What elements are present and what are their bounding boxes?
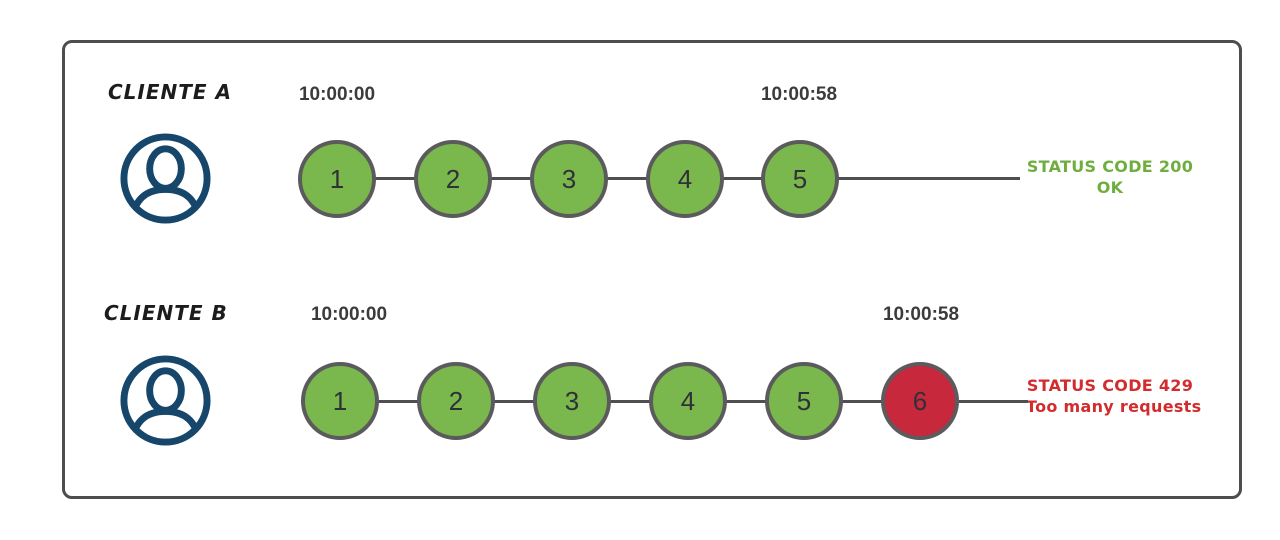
user-avatar-icon bbox=[120, 355, 211, 446]
status-detail-line: OK bbox=[1096, 178, 1124, 197]
client-a-status-text: STATUS CODE 200 OK bbox=[1026, 156, 1194, 198]
request-step: 3 bbox=[530, 140, 608, 218]
request-step: 5 bbox=[765, 362, 843, 440]
client-a-end-timestamp: 10:00:58 bbox=[760, 84, 838, 105]
client-b-end-timestamp: 10:00:58 bbox=[882, 304, 960, 325]
client-a-start-timestamp: 10:00:00 bbox=[298, 84, 376, 105]
client-a-label: CLIENTE A bbox=[108, 80, 233, 104]
status-code-line: STATUS CODE 429 bbox=[1026, 376, 1194, 395]
request-step: 5 bbox=[761, 140, 839, 218]
request-step: 2 bbox=[417, 362, 495, 440]
client-b-label: CLIENTE B bbox=[104, 301, 228, 325]
diagram-panel bbox=[62, 40, 1242, 499]
request-step: 2 bbox=[414, 140, 492, 218]
request-step: 4 bbox=[649, 362, 727, 440]
request-step: 3 bbox=[533, 362, 611, 440]
status-detail-line: Too many requests bbox=[1026, 397, 1202, 416]
status-code-line: STATUS CODE 200 bbox=[1026, 157, 1194, 176]
request-step: 1 bbox=[301, 362, 379, 440]
client-b-start-timestamp: 10:00:00 bbox=[310, 304, 388, 325]
user-avatar-icon bbox=[120, 133, 211, 224]
request-step: 1 bbox=[298, 140, 376, 218]
request-step: 4 bbox=[646, 140, 724, 218]
client-b-status-text: STATUS CODE 429 Too many requests bbox=[1026, 375, 1202, 417]
request-step-blocked: 6 bbox=[881, 362, 959, 440]
